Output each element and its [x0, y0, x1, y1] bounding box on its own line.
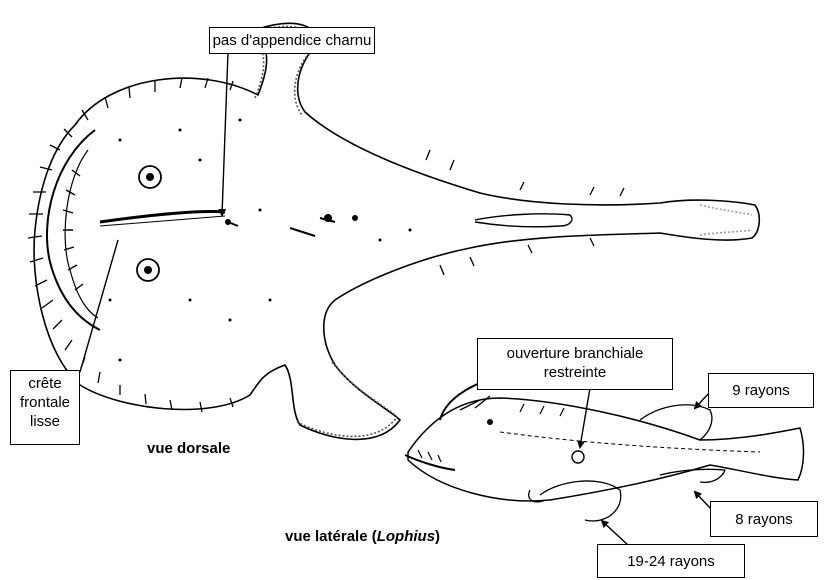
- dorsal-spines: [228, 218, 350, 245]
- label-crest-line2: frontale: [11, 393, 79, 412]
- teeth-upper: [63, 170, 83, 290]
- label-9-rays-text: 9 rayons: [732, 382, 790, 399]
- caption-lateral-view: vue latérale (Lophius): [285, 528, 440, 545]
- label-9-rays: 9 rayons: [708, 373, 814, 408]
- label-no-fleshy-appendage: pas d'appendice charnu: [209, 27, 375, 54]
- caption-dorsal-view: vue dorsale: [147, 440, 230, 457]
- lateral-eye: [487, 419, 493, 425]
- label-gill-opening-line2: restreinte: [478, 363, 672, 382]
- label-gill-opening: ouverture branchiale restreinte: [477, 338, 673, 390]
- dorsal-fin-rear: [475, 214, 572, 227]
- lateral-body-outline: [408, 398, 804, 501]
- label-19-24-rays: 19-24 rayons: [597, 544, 745, 578]
- label-8-rays-text: 8 rayons: [735, 511, 793, 528]
- label-gill-opening-line1: ouverture branchiale: [478, 344, 672, 363]
- lateral-line: [500, 432, 760, 452]
- leader-19-24-rays: [602, 521, 628, 545]
- caption-lateral-prefix: vue latérale (: [285, 528, 377, 545]
- pectoral-fin-lateral: [540, 481, 621, 521]
- label-19-24-rays-text: 19-24 rayons: [627, 553, 715, 570]
- gill-opening: [572, 451, 584, 463]
- label-crest-line1: crête: [11, 374, 79, 393]
- label-crest-line3: lisse: [11, 412, 79, 431]
- label-8-rays: 8 rayons: [710, 501, 818, 537]
- jaw-outer: [47, 130, 100, 330]
- leader-lines: [80, 52, 712, 545]
- body-spines: [426, 150, 624, 275]
- second-dorsal-fin: [640, 405, 712, 440]
- label-no-fleshy-appendage-text: pas d'appendice charnu: [213, 32, 372, 49]
- caption-lateral-suffix: ): [435, 528, 440, 545]
- leader-gill: [580, 388, 590, 447]
- head-fringe: [28, 78, 233, 412]
- leader-appendage: [222, 52, 228, 215]
- pectoral-fin-lower: [297, 362, 397, 436]
- jaw-inner: [65, 150, 98, 318]
- illicium: [100, 212, 225, 222]
- caption-lateral-genus: Lophius: [377, 528, 435, 545]
- label-crest: crête frontale lisse: [10, 370, 80, 445]
